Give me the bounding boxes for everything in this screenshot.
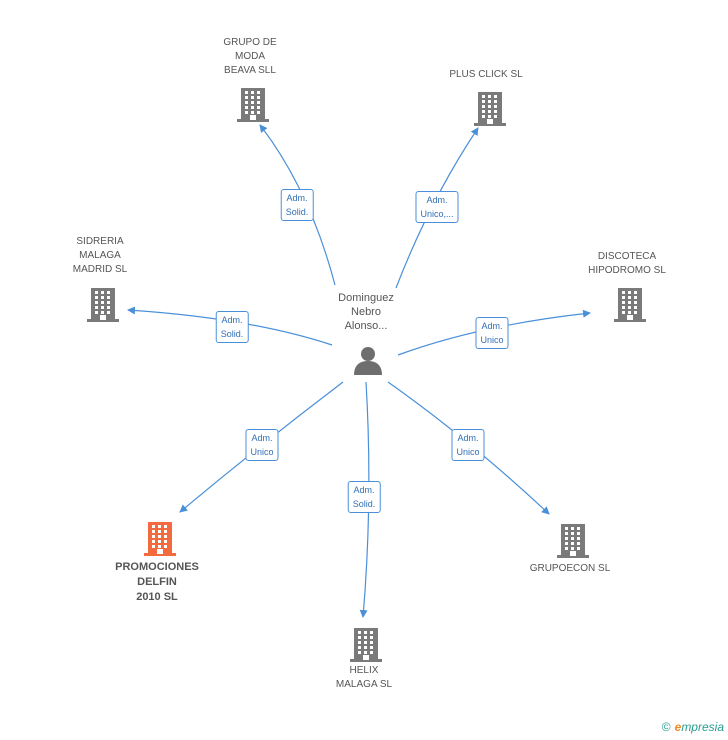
role-label-plus-click: Adm. Unico,... [415, 191, 459, 223]
building-icon[interactable] [614, 286, 646, 327]
company-label-promociones[interactable]: PROMOCIONES DELFIN 2010 SL [115, 561, 199, 603]
role-label-promociones: Adm. Unico [245, 429, 279, 461]
company-label-grupoecon[interactable]: GRUPOECON SL [529, 563, 611, 574]
building-icon[interactable] [557, 522, 589, 563]
copyright-symbol: © [661, 720, 671, 734]
building-icon[interactable] [474, 90, 506, 131]
company-label-discoteca[interactable]: DISCOTECA HIPODROMO SL [588, 251, 666, 276]
role-label-sidreria: Adm. Solid. [215, 311, 249, 343]
brand-initial: e [674, 720, 682, 734]
center-person-label[interactable]: Dominguez Nebro Alonso... [338, 292, 394, 332]
person-icon [353, 345, 383, 380]
company-label-plus-click[interactable]: PLUS CLICK SL [449, 69, 523, 80]
role-label-discoteca: Adm. Unico [475, 317, 509, 349]
role-label-grupo-moda: Adm. Solid. [280, 189, 314, 221]
role-label-grupoecon: Adm. Unico [451, 429, 485, 461]
building-icon[interactable] [87, 286, 119, 327]
company-label-grupo-moda[interactable]: GRUPO DE MODA BEAVA SLL [223, 37, 277, 76]
company-label-helix[interactable]: HELIX MALAGA SL [335, 665, 393, 690]
brand-footer: ©empresia [662, 720, 724, 734]
brand-name: mpresia [681, 720, 724, 734]
building-icon[interactable] [144, 520, 176, 561]
building-icon[interactable] [350, 626, 382, 667]
role-label-helix: Adm. Solid. [347, 481, 381, 513]
building-icon[interactable] [237, 86, 269, 127]
company-label-sidreria[interactable]: SIDRERIA MALAGA MADRID SL [72, 236, 128, 275]
